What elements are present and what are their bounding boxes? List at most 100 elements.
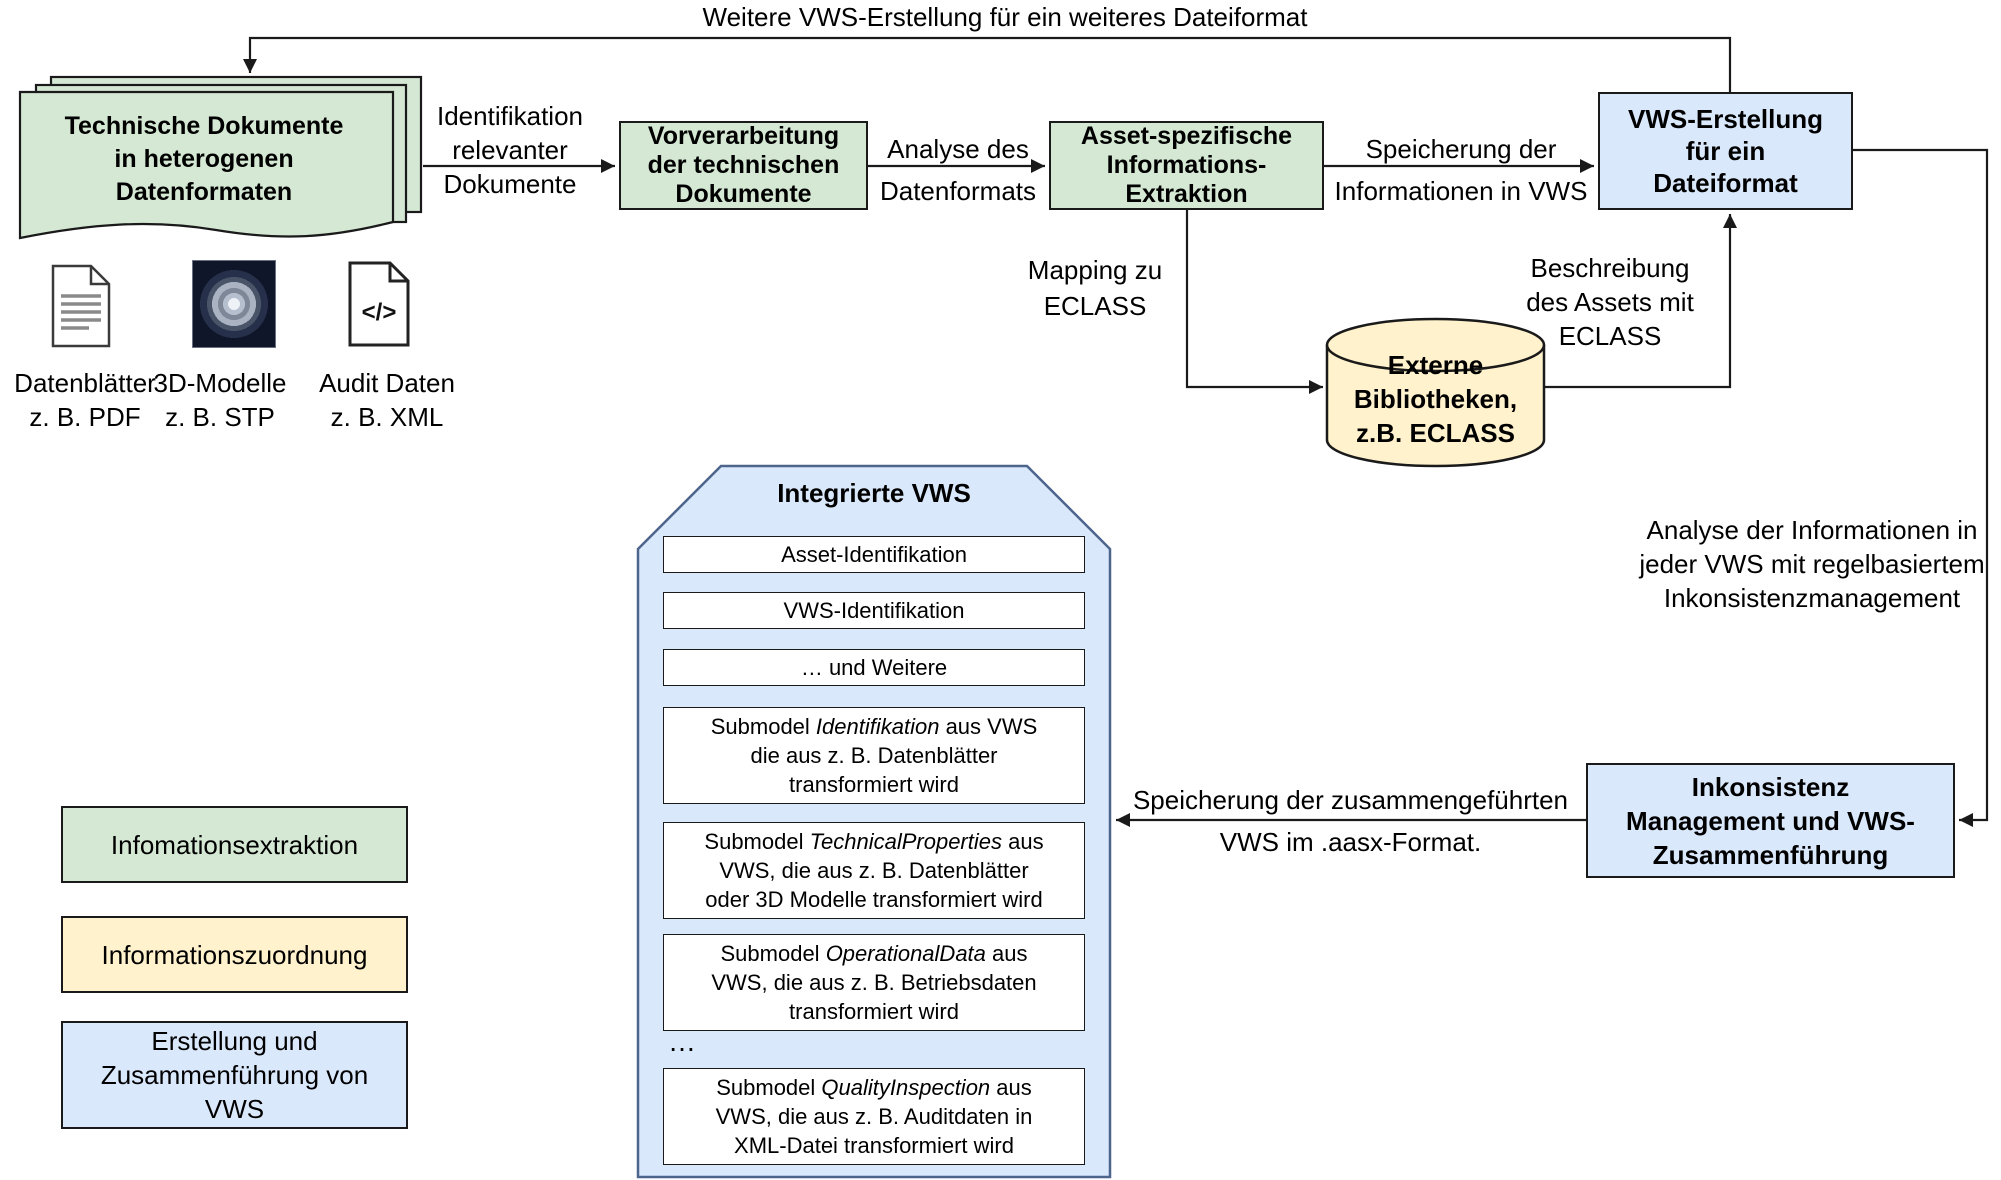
box-line: Zusammenführung <box>1652 839 1889 870</box>
box-line: Management und VWS- <box>1626 805 1915 836</box>
submodel-name: OperationalData <box>825 941 986 966</box>
submodel-text: aus <box>1002 829 1044 854</box>
box-line: VWS-Identifikation <box>783 598 965 623</box>
source-documents-title: Technische Dokumente in heterogenen Date… <box>28 110 380 209</box>
submodel-ellipsis: … <box>668 1026 696 1057</box>
arrow-analyse-inkonsistenz <box>1853 148 1989 827</box>
source-documents-line: Datenformaten <box>115 178 293 206</box>
database-cylinder-body <box>1325 345 1546 468</box>
process-box-vorverarbeitung: Vorverarbeitung der technischen Dokument… <box>619 121 868 210</box>
submodel-line: VWS, die aus z. B. Betriebsdaten <box>711 970 1037 995</box>
submodel-line: VWS, die aus z. B. Datenblätter <box>719 858 1029 883</box>
label-line: z. B. PDF <box>29 402 141 432</box>
label-line: Datenblätter <box>14 368 156 398</box>
document-icon <box>51 264 111 348</box>
document-stack-page-front <box>18 90 395 240</box>
submodel-line: Submodel OperationalData aus <box>721 939 1028 968</box>
label-line: Audit Daten <box>319 368 455 398</box>
submodel-text: aus <box>985 941 1028 966</box>
submodel-name: TechnicalProperties <box>809 829 1002 854</box>
file-type-label-xml: Audit Daten z. B. XML <box>302 366 472 434</box>
label-line: Analyse des <box>887 134 1029 164</box>
3d-model-image <box>192 260 276 348</box>
label-line: ECLASS <box>1043 291 1147 321</box>
submodel-line: oder 3D Modelle transformiert wird <box>705 887 1043 912</box>
vws-header-box-asset-identifikation: Asset-Identifikation <box>663 536 1085 573</box>
label-line: 3D-Modelle <box>153 368 287 398</box>
box-line: z.B. ECLASS <box>1356 418 1515 448</box>
submodel-box-identifikation: Submodel Identifikation aus VWS die aus … <box>663 707 1085 804</box>
label-line: Beschreibung <box>1530 253 1690 283</box>
box-line: der technischen <box>647 151 840 179</box>
source-documents-line: in heterogenen <box>114 145 294 173</box>
legend-line: Infomationsextraktion <box>110 829 359 860</box>
label-line: Analyse der Informationen in <box>1646 515 1978 545</box>
box-line: Vorverarbeitung <box>647 122 840 150</box>
box-line: Inkonsistenz <box>1691 771 1850 802</box>
submodel-box-operationaldata: Submodel OperationalData aus VWS, die au… <box>663 934 1085 1031</box>
legend-line: Erstellung und <box>151 1026 318 1056</box>
label-line: z. B. STP <box>165 402 275 432</box>
label-line: jeder VWS mit regelbasiertem <box>1639 549 1985 579</box>
submodel-line: transformiert wird <box>789 999 959 1024</box>
file-type-label-stp: 3D-Modelle z. B. STP <box>135 366 305 434</box>
submodel-box-qualityinspection: Submodel QualityInspection aus VWS, die … <box>663 1068 1085 1165</box>
legend-informationszuordnung: Informationszuordnung <box>61 916 408 993</box>
label-line: VWS im .aasx-Format. <box>1219 827 1482 857</box>
legend-line: VWS <box>204 1094 265 1124</box>
submodel-name: Identifikation <box>815 714 940 739</box>
submodel-line: die aus z. B. Datenblätter <box>750 743 998 768</box>
label-speicherung-aasx: Speicherung der zusammengeführten VWS im… <box>1128 779 1573 863</box>
label-analyse: Analyse des Datenformats <box>856 128 1060 212</box>
submodel-text: Submodel <box>716 1075 822 1100</box>
box-line: Asset-Identifikation <box>781 542 967 567</box>
legend-erstellung-zusammenfuehrung: Erstellung und Zusammenführung von VWS <box>61 1021 408 1129</box>
submodel-line: Submodel TechnicalProperties aus <box>704 827 1043 856</box>
submodel-text: Submodel <box>710 714 816 739</box>
arrow-beschreibung <box>1544 214 1737 389</box>
box-line: … und Weitere <box>800 655 948 680</box>
submodel-box-technicalproperties: Submodel TechnicalProperties aus VWS, di… <box>663 822 1085 919</box>
label-analyse-inkonsistenz: Analyse der Informationen in jeder VWS m… <box>1630 513 1994 615</box>
label-line: ECLASS <box>1558 321 1662 351</box>
vws-header-box-vws-identifikation: VWS-Identifikation <box>663 592 1085 629</box>
legend-informationsextraktion: Infomationsextraktion <box>61 806 408 883</box>
box-line: VWS-Erstellung <box>1627 104 1823 134</box>
legend-line: Zusammenführung von <box>100 1060 369 1090</box>
label-line: Speicherung der zusammengeführten <box>1132 785 1569 815</box>
box-line: Extraktion <box>1125 180 1248 208</box>
label-line: des Assets mit <box>1526 287 1694 317</box>
code-glyph: </> <box>362 299 397 326</box>
submodel-text: aus <box>990 1075 1032 1100</box>
box-line: Dokumente <box>675 180 812 208</box>
box-line: für ein <box>1685 136 1766 166</box>
submodel-line: Submodel QualityInspection aus <box>716 1073 1032 1102</box>
loop-arrow <box>243 36 1732 92</box>
label-line: Inkonsistenzmanagement <box>1663 583 1961 613</box>
label-line: z. B. XML <box>330 402 444 432</box>
label-identifikation: Identifikation relevanter Dokumente <box>412 99 608 201</box>
database-cylinder-top <box>1325 317 1546 373</box>
label-line: relevanter <box>452 135 568 165</box>
submodel-line: Submodel Identifikation aus VWS <box>711 712 1038 741</box>
vws-header-box-weitere: … und Weitere <box>663 649 1085 686</box>
label-speicherung-vws: Speicherung der Informationen in VWS <box>1326 128 1596 212</box>
submodel-text: Submodel <box>720 941 826 966</box>
code-file-icon: </> <box>348 261 410 347</box>
box-line: Informations- <box>1106 151 1267 179</box>
source-documents-line: Technische Dokumente <box>64 112 344 140</box>
integrated-vws-title: Integrierte VWS <box>777 478 971 508</box>
label-beschreibung: Beschreibung des Assets mit ECLASS <box>1505 251 1715 353</box>
submodel-line: VWS, die aus z. B. Auditdaten in <box>715 1104 1033 1129</box>
submodel-line: transformiert wird <box>789 772 959 797</box>
arrow-mapping-eclass <box>1185 210 1323 394</box>
process-box-inkonsistenz: Inkonsistenz Management und VWS- Zusamme… <box>1586 763 1955 878</box>
box-line: Asset-spezifische <box>1080 122 1293 150</box>
submodel-text: aus VWS <box>939 714 1038 739</box>
top-loop-label: Weitere VWS-Erstellung für ein weiteres … <box>702 2 1308 32</box>
label-line: Mapping zu <box>1027 255 1163 285</box>
external-library-label: Externe Bibliotheken, z.B. ECLASS <box>1327 348 1544 450</box>
label-mapping-eclass: Mapping zu ECLASS <box>995 252 1195 324</box>
process-box-vws-erstellung: VWS-Erstellung für ein Dateiformat <box>1598 92 1853 210</box>
